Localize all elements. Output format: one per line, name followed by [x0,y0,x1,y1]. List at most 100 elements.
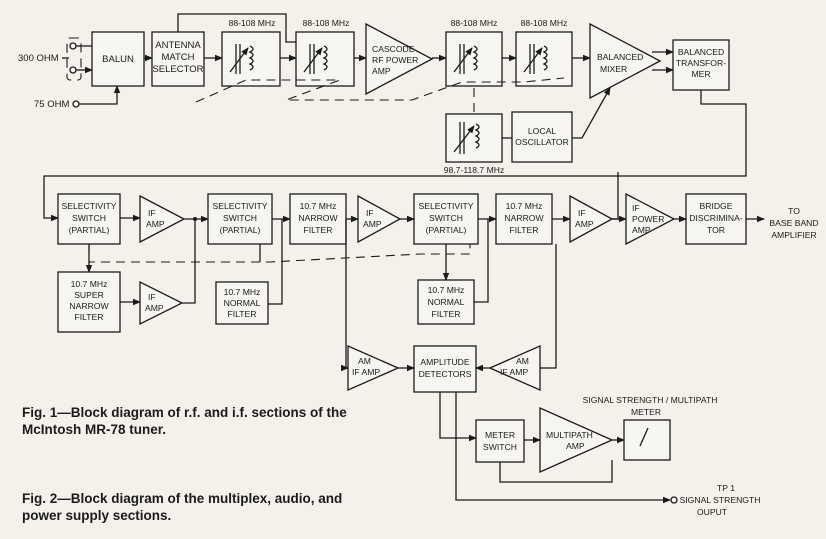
if-amp-1-line-1: IF [148,208,156,218]
super-narrow-filter-block: 10.7 MHz SUPER NARROW FILTER [57,271,121,333]
selectivity-switch-2-block: SELECTIVITY SWITCH (PARTIAL) [207,193,273,245]
osc-tank-freq: 98.7-118.7 MHz [444,165,505,175]
sel-switch-1-line-3: (PARTIAL) [69,225,110,235]
oscillator-tank-block: 98.7-118.7 MHz [444,113,505,175]
rf-filter-3-freq: 88-108 MHz [451,18,498,28]
amplitude-detectors-block: AMPLITUDE DETECTORS [413,345,477,393]
if-amp-4: IF AMP [139,280,184,326]
antenna-selector-line-3: SELECTOR [152,64,203,75]
tuned-circuit-icon [303,44,328,74]
am-right-line-1: AM [516,356,529,366]
baseband-line-3: AMPLIFIER [771,230,816,240]
if-amp-3-line-2: AMP [575,219,594,229]
rf-filter-1-block: 88-108 MHz [221,18,281,87]
fig1-caption-line-1: Fig. 1—Block diagram of r.f. and i.f. se… [22,405,347,420]
multipath-amp-line-1: MULTIPATH [546,430,593,440]
rf-filter-4-block: 88-108 MHz [515,18,573,87]
multipath-amp: MULTIPATH AMP [539,406,614,474]
sel-switch-2-line-3: (PARTIAL) [220,225,261,235]
narrow-filter-1-line-1: 10.7 MHz [300,201,337,211]
balun-label: BALUN [102,54,134,65]
figure-1-caption: Fig. 1—Block diagram of r.f. and i.f. se… [22,404,392,438]
meter-needle-icon [639,427,649,447]
narrow-filter-1-block: 10.7 MHz NARROW FILTER [289,193,347,245]
bridge-discriminator-block: BRIDGE DISCRIMINA- TOR [685,193,747,245]
normal-filter-2-block: 10.7 MHz NORMAL FILTER [417,279,475,325]
input-75-ohm: 75 OHM [34,85,121,110]
balun-input-bracket [66,37,82,81]
baseband-line-2: BASE BAND [769,218,818,228]
meter-switch-block: METER SWITCH [475,419,525,463]
baseband-output-label: TO BASE BAND AMPLIFIER [769,206,818,240]
if-amp-1: IF AMP [139,194,186,244]
super-narrow-line-2: SUPER [74,290,104,300]
normal-filter-1-block: 10.7 MHz NORMAL FILTER [215,281,269,325]
narrow-filter-2-line-1: 10.7 MHz [506,201,543,211]
terminal-75 [72,100,80,108]
am-left-line-2: IF AMP [352,367,380,377]
tp1-line-1: TP 1 [717,483,735,493]
if-power-amp-line-2: POWER [632,214,664,224]
amp-detectors-line-1: AMPLITUDE [420,357,469,367]
transformer-line-2: TRANSFOR- [676,58,726,68]
am-if-amp-left: AM IF AMP [347,345,400,391]
selectivity-switch-3-block: SELECTIVITY SWITCH (PARTIAL) [413,193,479,245]
terminal-300-b [69,66,77,74]
if-amp-4-line-1: IF [148,292,156,302]
terminal-300-a [69,42,77,50]
normal-filter-1-line-1: 10.7 MHz [224,287,261,297]
cascode-amp-line-2: RF POWER [372,55,418,65]
input-75-ohm-label: 75 OHM [34,99,69,110]
super-narrow-line-4: FILTER [75,312,104,322]
if-power-amp-line-1: IF [632,203,640,213]
tuned-circuit-icon [229,44,254,74]
fig2-caption-line-1: Fig. 2—Block diagram of the multiplex, a… [22,491,343,506]
discriminator-line-3: TOR [707,225,725,235]
tp1-terminal [670,496,678,504]
am-right-line-2: IF AMP [500,367,528,377]
sel-switch-1-line-1: SELECTIVITY [62,201,117,211]
am-left-line-1: AM [358,356,371,366]
super-narrow-line-3: NARROW [69,301,109,311]
if-amp-1-line-2: AMP [146,219,165,229]
local-osc-line-2: OSCILLATOR [515,137,569,147]
selectivity-switch-1-block: SELECTIVITY SWITCH (PARTIAL) [57,193,121,245]
narrow-filter-2-block: 10.7 MHz NARROW FILTER [495,193,553,245]
cascode-rf-amp: CASCODE RF POWER AMP [365,22,434,96]
rf-filter-4-freq: 88-108 MHz [521,18,568,28]
sel-switch-2-line-1: SELECTIVITY [213,201,268,211]
fig1-caption-line-2: McIntosh MR-78 tuner. [22,422,167,437]
local-osc-line-1: LOCAL [528,126,556,136]
mixer-line-2: MIXER [600,64,627,74]
transformer-line-1: BALANCED [678,47,724,57]
meter-switch-line-2: SWITCH [483,442,517,452]
balanced-mixer: BALANCED MIXER [589,22,662,100]
rf-filter-2-block: 88-108 MHz [295,18,355,87]
amp-detectors-line-2: DETECTORS [419,369,472,379]
narrow-filter-2-line-2: NARROW [504,213,544,223]
balanced-transformer-block: BALANCED TRANSFOR- MER [672,39,730,91]
sel-switch-2-line-2: SWITCH [223,213,257,223]
signal-strength-output-label: TP 1 SIGNAL STRENGTH OUPUT [680,483,761,517]
rf-filter-1-freq: 88-108 MHz [229,18,276,28]
sel-switch-3-line-2: SWITCH [429,213,463,223]
if-power-amp-line-3: AMP [632,225,651,235]
baseband-line-1: TO [788,206,800,216]
sel-switch-3-line-1: SELECTIVITY [419,201,474,211]
selectivity-ganged-link [88,244,471,263]
discriminator-line-2: DISCRIMINA- [689,213,743,223]
normal-filter-2-line-2: NORMAL [428,297,465,307]
sel-switch-1-line-2: SWITCH [72,213,106,223]
narrow-filter-2-line-3: FILTER [510,225,539,235]
discriminator-line-1: BRIDGE [700,201,733,211]
cascode-amp-line-3: AMP [372,66,391,76]
input-300-ohm: 300 OHM [18,37,93,81]
tuned-circuit-icon [453,44,478,74]
transformer-line-3: MER [691,69,710,79]
figure-2-caption: Fig. 2—Block diagram of the multiplex, a… [22,490,392,524]
ganged-tuning-link [195,77,565,103]
if-amp-2-line-1: IF [366,208,374,218]
tuned-circuit-icon [523,44,548,74]
